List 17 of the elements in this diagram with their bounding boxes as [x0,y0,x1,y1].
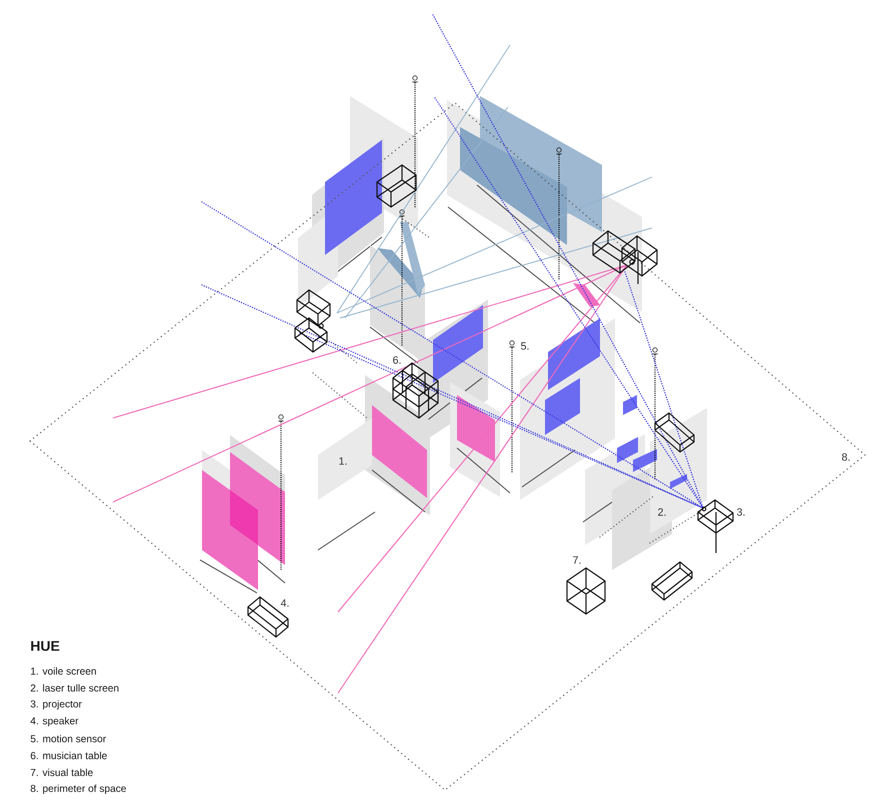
legend-item: 2. laser tulle screen [30,684,118,692]
callout-number: 2. [658,508,666,516]
callout-number: 5. [520,342,528,350]
title: HUE [31,641,60,651]
legend-item: 5. motion sensor [30,734,106,742]
callout-number: 3. [736,508,744,516]
legend-item: 1. voile screen [31,667,96,675]
callout-number: 8. [842,453,850,461]
callout-number: 6. [393,356,400,364]
callout-number: 1. [339,457,346,465]
callout-number: 4. [280,599,288,607]
legend-item: 6. musician table [30,752,107,760]
legend-item: 3. projector [30,700,82,710]
legend-item: 7. visual table [30,768,93,776]
callout-number: 7. [573,556,580,564]
legend-item: 8. perimeter of space [30,784,126,794]
legend-item: 4. speaker [30,716,78,726]
